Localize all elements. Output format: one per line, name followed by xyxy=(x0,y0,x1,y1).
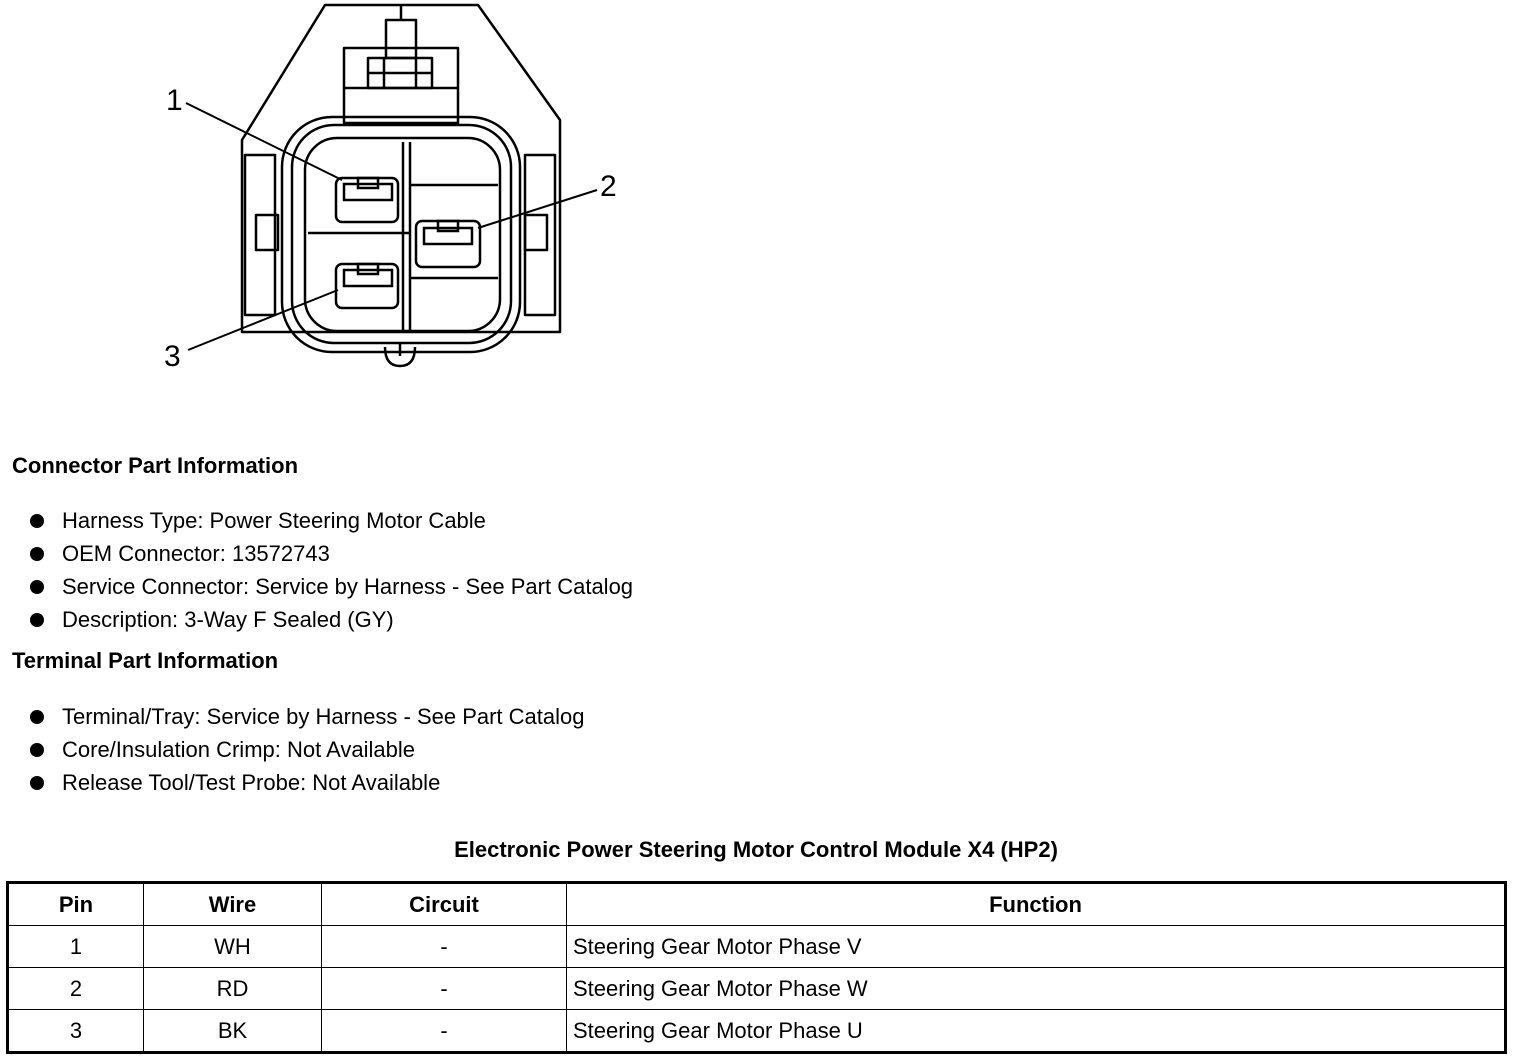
cell-pin: 2 xyxy=(7,967,144,1010)
list-item-text: Terminal/Tray: Service by Harness - See … xyxy=(62,704,585,729)
callout-3-leader xyxy=(187,289,339,351)
cell-pin: 3 xyxy=(7,1009,144,1053)
callout-1-leader xyxy=(185,102,343,181)
list-item-text: Description: 3-Way F Sealed (GY) xyxy=(62,607,394,632)
column-header-pin: Pin xyxy=(7,882,144,926)
connector-seal-outer xyxy=(280,115,522,354)
column-header-wire: Wire xyxy=(143,882,322,926)
bullet-icon xyxy=(30,776,44,790)
cell-wire: BK xyxy=(143,1009,322,1053)
pinout-table: Pin Wire Circuit Function 1 WH - Steerin… xyxy=(6,881,1507,1054)
cell-wire: RD xyxy=(143,967,322,1010)
list-item: Description: 3-Way F Sealed (GY) xyxy=(30,603,633,636)
callout-2-leader xyxy=(477,189,598,229)
terminal-info-list: Terminal/Tray: Service by Harness - See … xyxy=(30,700,585,799)
table-header-row: Pin Wire Circuit Function xyxy=(7,882,1506,926)
table-row: 1 WH - Steering Gear Motor Phase V xyxy=(7,925,1506,968)
list-item: Core/Insulation Crimp: Not Available xyxy=(30,733,585,766)
connector-info-list: Harness Type: Power Steering Motor Cable… xyxy=(30,504,633,636)
terminal-2 xyxy=(414,219,482,269)
bullet-icon xyxy=(30,710,44,724)
column-header-function: Function xyxy=(566,882,1506,926)
callout-1-label: 1 xyxy=(166,84,183,117)
bullet-icon xyxy=(30,514,44,528)
bullet-icon xyxy=(30,613,44,627)
cell-wire: WH xyxy=(143,925,322,968)
table-title: Electronic Power Steering Motor Control … xyxy=(454,837,1058,862)
column-header-circuit: Circuit xyxy=(321,882,567,926)
cell-circuit: - xyxy=(321,967,567,1010)
list-item-text: Harness Type: Power Steering Motor Cable xyxy=(62,508,486,533)
connector-face-diagram: 1 2 3 xyxy=(164,3,617,373)
cell-function: Steering Gear Motor Phase U xyxy=(566,1009,1506,1053)
callout-3-label: 3 xyxy=(164,340,181,373)
cell-function: Steering Gear Motor Phase V xyxy=(566,925,1506,968)
list-item-text: OEM Connector: 13572743 xyxy=(62,541,330,566)
list-item: Terminal/Tray: Service by Harness - See … xyxy=(30,700,585,733)
terminal-1 xyxy=(334,176,400,224)
bullet-icon xyxy=(30,580,44,594)
list-item: Service Connector: Service by Harness - … xyxy=(30,570,633,603)
list-item: Release Tool/Test Probe: Not Available xyxy=(30,766,585,799)
bullet-icon xyxy=(30,547,44,561)
terminal-info-title: Terminal Part Information xyxy=(12,648,279,673)
list-item-text: Service Connector: Service by Harness - … xyxy=(62,574,634,599)
list-item-text: Release Tool/Test Probe: Not Available xyxy=(62,770,441,795)
connector-lock-tab xyxy=(342,46,460,125)
connector-housing-outline xyxy=(240,3,562,334)
table-row: 3 BK - Steering Gear Motor Phase U xyxy=(7,1009,1506,1053)
bullet-icon xyxy=(30,743,44,757)
cell-function: Steering Gear Motor Phase W xyxy=(566,967,1506,1010)
connector-seal-inner xyxy=(290,123,513,345)
cell-circuit: - xyxy=(321,925,567,968)
list-item-text: Core/Insulation Crimp: Not Available xyxy=(62,737,415,762)
cell-circuit: - xyxy=(321,1009,567,1053)
callout-2-label: 2 xyxy=(600,170,617,203)
table-row: 2 RD - Steering Gear Motor Phase W xyxy=(7,967,1506,1010)
list-item: Harness Type: Power Steering Motor Cable xyxy=(30,504,633,537)
cell-pin: 1 xyxy=(7,925,144,968)
list-item: OEM Connector: 13572743 xyxy=(30,537,633,570)
terminal-3 xyxy=(334,262,400,310)
connector-info-title: Connector Part Information xyxy=(12,453,299,478)
